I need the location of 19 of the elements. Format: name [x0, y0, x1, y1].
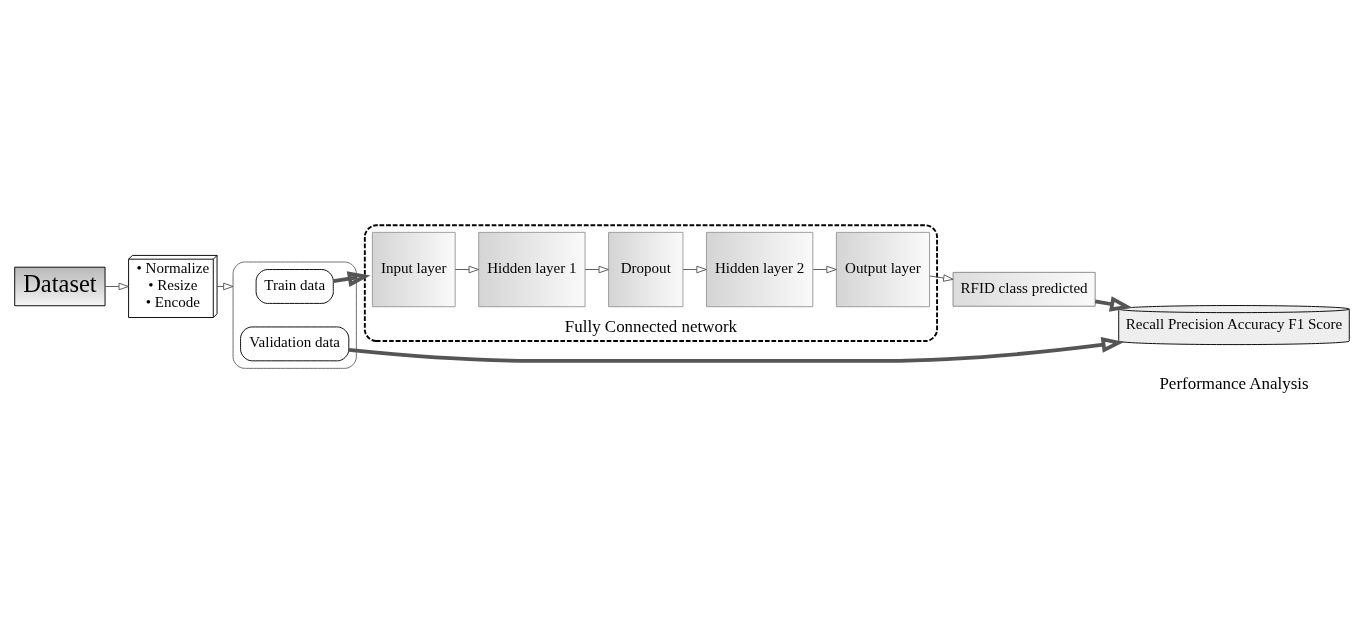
node-box: Dropout [608, 231, 684, 307]
node-box: Input layer [371, 231, 456, 307]
node-label: Performance Analysis [1159, 373, 1309, 393]
arrow [454, 265, 479, 273]
arrow [929, 273, 954, 282]
node-box: Train data [255, 268, 334, 304]
node-box: Hidden layer 1 [478, 231, 586, 307]
node-box: Hidden layer 2 [706, 231, 814, 307]
node-box: Dataset [14, 266, 106, 306]
arrow [104, 282, 129, 290]
node-box: Validation data [240, 325, 350, 361]
arrow [584, 265, 609, 273]
node-box: Output layer [835, 231, 930, 307]
arrow [812, 265, 837, 273]
arrow [682, 265, 707, 273]
arrow [348, 336, 1125, 363]
node-box: RFID class predicted [952, 271, 1096, 307]
arrow [216, 282, 234, 290]
arrow [333, 270, 371, 287]
